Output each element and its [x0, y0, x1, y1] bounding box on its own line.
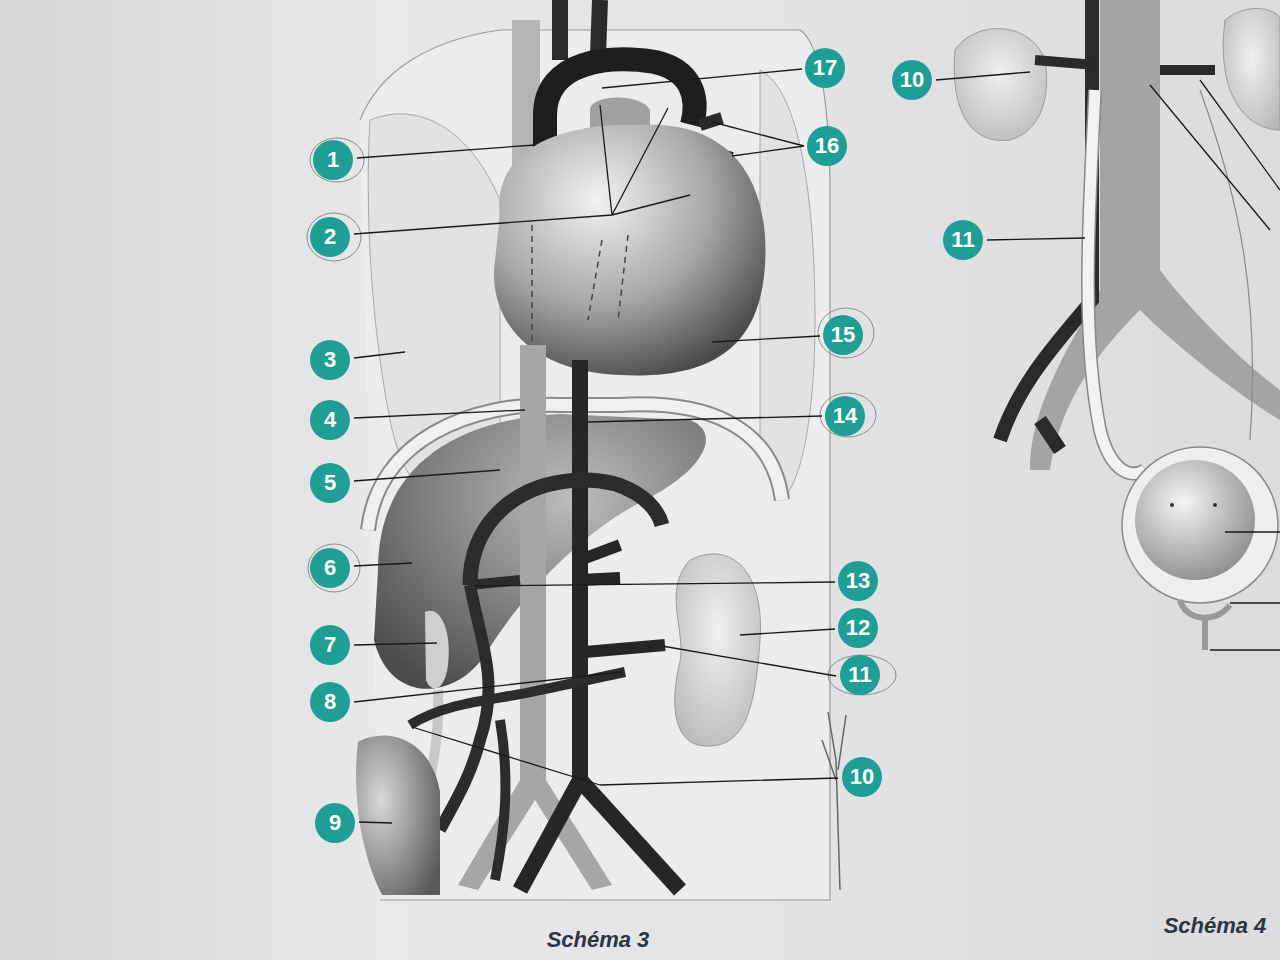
pencil-ring: [828, 655, 896, 695]
leader-line: [936, 72, 1030, 80]
leader-line: [359, 822, 392, 823]
leader-line: [354, 470, 500, 481]
callout-number-text: 1: [327, 149, 339, 171]
callout-number: 15: [823, 315, 863, 355]
ureter-opening: [1213, 503, 1217, 507]
portal-vein: [470, 480, 662, 585]
heart: [494, 125, 766, 376]
callout-number-text: 4: [324, 409, 336, 431]
callout-number: 14: [825, 396, 865, 436]
callout-number: 11: [943, 220, 983, 260]
callout-number: 17: [805, 48, 845, 88]
callout-number-text: 12: [846, 617, 870, 639]
callout-number-text: 10: [900, 69, 924, 91]
heart-hidden-vessels: [532, 225, 628, 345]
renal-vessels-schema4: [1035, 60, 1095, 65]
callout-number-text: 5: [324, 472, 336, 494]
figure-caption: Schéma 4: [1164, 914, 1267, 938]
callout-number: 5: [310, 463, 350, 503]
leader-lines-schema4: [936, 72, 1280, 650]
callout-number: 1: [313, 140, 353, 180]
callout-number: 10: [892, 60, 932, 100]
callout-number: 3: [310, 340, 350, 380]
leader-line: [475, 582, 835, 586]
callout-number-text: 10: [850, 766, 874, 788]
leader-line: [1150, 80, 1280, 230]
callout-number-text: 11: [848, 664, 871, 686]
vena-cava-schema4: [1030, 0, 1280, 470]
callout-number-text: 14: [833, 405, 857, 427]
leader-line: [412, 727, 838, 785]
callout-number-text: 11: [951, 229, 974, 251]
callout-number-text: 9: [329, 812, 341, 834]
callout-number: 13: [838, 561, 878, 601]
kidney-schema4-right: [1223, 8, 1280, 130]
callout-number: 9: [315, 803, 355, 843]
callout-number: 12: [838, 608, 878, 648]
leader-line: [354, 105, 690, 234]
callout-number-text: 3: [324, 349, 336, 371]
callout-number-text: 8: [324, 691, 336, 713]
leader-lines: [354, 69, 838, 823]
leader-line: [1210, 532, 1280, 650]
urethra: [1180, 600, 1230, 650]
leader-line: [354, 563, 412, 566]
leader-line: [354, 643, 437, 645]
figure-caption: Schéma 3: [547, 928, 650, 952]
callout-number: 11: [840, 655, 880, 695]
pencil-ring: [820, 393, 876, 437]
callout-number-text: 17: [813, 57, 837, 79]
leader-line: [712, 336, 820, 342]
descending-aorta: [520, 360, 680, 890]
leader-line: [588, 416, 822, 422]
pencil-rings: [307, 138, 896, 695]
digestive-veins: [410, 580, 625, 880]
ureter-schema4: [1088, 90, 1145, 474]
leader-line: [354, 410, 525, 418]
pencil-ring: [307, 213, 361, 261]
pencil-ring: [818, 308, 874, 358]
leader-line: [712, 122, 804, 156]
pencil-ring: [310, 138, 364, 182]
leader-line: [602, 69, 802, 88]
callout-number: 2: [310, 217, 350, 257]
callout-number: 10: [842, 757, 882, 797]
leader-line: [987, 238, 1085, 240]
hidden-kidney: [425, 611, 449, 689]
small-vessel: [822, 712, 846, 890]
colon: [356, 736, 440, 895]
renal-vessels-schema4-right: [1160, 65, 1215, 75]
bladder-wall: [1122, 447, 1278, 603]
callout-number: 6: [310, 548, 350, 588]
kidney-schema4: [954, 29, 1046, 141]
leader-line: [662, 646, 836, 676]
callout-number-text: 16: [815, 135, 839, 157]
callout-number-text: 15: [831, 324, 855, 346]
callout-number: 16: [807, 126, 847, 166]
callout-number-text: 7: [324, 634, 336, 656]
pencil-ring: [308, 544, 360, 592]
callout-number-text: 2: [324, 226, 336, 248]
aortic-branches: [580, 545, 665, 652]
ureter-schema4-inner: [1088, 90, 1145, 474]
leader-line: [357, 145, 535, 158]
callout-number-text: 6: [324, 557, 336, 579]
bladder: [1135, 460, 1255, 580]
callout-number: 8: [310, 682, 350, 722]
leader-line: [740, 629, 835, 635]
left-lung: [760, 70, 815, 500]
callout-number: 4: [310, 400, 350, 440]
callout-number-text: 13: [846, 570, 870, 592]
leader-line: [354, 352, 405, 358]
callout-number: 7: [310, 625, 350, 665]
leader-line: [354, 672, 622, 702]
ureter-opening: [1170, 503, 1174, 507]
